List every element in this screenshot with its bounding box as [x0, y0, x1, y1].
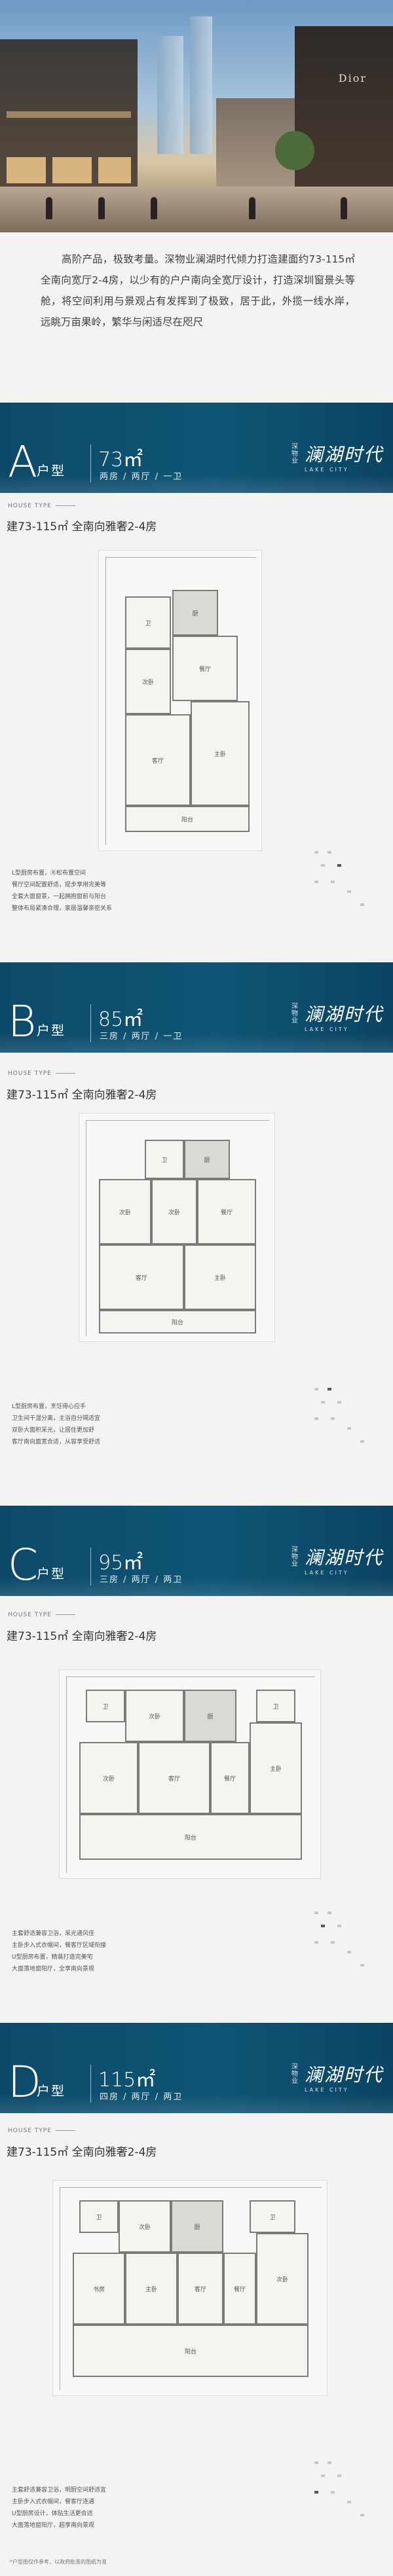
- type-letter: A: [8, 437, 38, 487]
- person: [46, 197, 52, 219]
- building: [295, 26, 393, 203]
- room-label: 主卧: [184, 1244, 256, 1310]
- subtitle: 建73-115㎡ 全南向雅奢2-4房: [7, 1630, 157, 1643]
- tower: [190, 16, 212, 154]
- type-d-description: 主套舒适兼容卫浴，明厨空间舒适宜 主卧步入式衣帽间，餐客厅连通 U型厨房设计，体…: [12, 2487, 107, 2529]
- room-label: 客厅: [99, 1244, 184, 1310]
- room-label: 次卧: [125, 649, 171, 714]
- room-label: 客厅: [125, 714, 191, 806]
- house-type-label: HOUSE TYPE: [8, 1612, 75, 1618]
- type-a-banner: A 户型 73㎡ 两房 / 两厅 / 一卫 深物业 澜湖时代 LAKE CITY: [0, 403, 393, 493]
- house-type-label: HOUSE TYPE: [8, 503, 75, 509]
- person: [341, 197, 347, 219]
- type-area: 85㎡: [98, 1008, 143, 1031]
- room-label: 客厅: [178, 2253, 223, 2325]
- type-area: 115㎡: [98, 2069, 156, 2092]
- room-label: 阳台: [73, 2325, 309, 2377]
- room-label: 次卧: [119, 2200, 171, 2253]
- room-label: 次卧: [99, 1179, 151, 1244]
- intro-paragraph: 高阶产品，极致考量。深物业澜湖时代倾力打造建面约73-115㎡全南向宽厅2-4房…: [41, 253, 355, 328]
- type-letter: B: [8, 996, 37, 1047]
- type-b-description: L型厨房布置，烹饪得心应手 卫生间干湿分离，主浴自分隔适宜 双卧大面积采光，让居…: [12, 1404, 101, 1445]
- floor-plan-c: 卫 次卧 厨 卫 次卧 客厅 餐厅 主卧 阳台: [59, 1669, 321, 1879]
- subtitle: 建73-115㎡ 全南向雅奢2-4房: [7, 520, 157, 534]
- room-label: 餐厅: [210, 1742, 250, 1814]
- site-key-map: [301, 844, 380, 916]
- divider: [90, 2065, 91, 2103]
- room-label: 卫: [145, 1140, 184, 1179]
- room-label: 餐厅: [223, 2253, 256, 2325]
- room-label: 次卧: [79, 1742, 138, 1814]
- type-area: 95㎡: [98, 1551, 143, 1574]
- house-type-label: HOUSE TYPE: [8, 2128, 75, 2134]
- room-label: 主卧: [125, 2253, 178, 2325]
- room-label: 次卧: [125, 1690, 184, 1742]
- type-suffix: 户型: [37, 463, 66, 479]
- room-label: 卫: [86, 1690, 125, 1722]
- room-label: 客厅: [138, 1742, 210, 1814]
- room-label: 厨: [171, 2200, 223, 2253]
- shop-sign: Dior: [338, 72, 367, 84]
- room-label: 阳台: [125, 806, 250, 832]
- type-suffix: 户型: [37, 2083, 66, 2099]
- divider: [90, 1548, 91, 1586]
- room-label: 卫: [250, 2200, 295, 2233]
- room-label: 主卧: [250, 1722, 302, 1814]
- room-label: 书房: [73, 2253, 125, 2325]
- room-label: 餐厅: [197, 1179, 256, 1244]
- floor-plan-b: 卫 厨 次卧 次卧 餐厅 客厅 主卧 阳台: [79, 1113, 275, 1342]
- room-label: 主卧: [191, 701, 250, 806]
- lake-city-logo: 深物业 澜湖时代 LAKE CITY: [291, 443, 384, 473]
- room-label: 阳台: [99, 1310, 256, 1333]
- room-label: 卫: [125, 596, 171, 649]
- lake-city-logo: 深物业 澜湖时代 LAKE CITY: [291, 2063, 384, 2093]
- type-rooms: 三房 / 两厅 / 两卫: [100, 1575, 183, 1585]
- room-label: 餐厅: [172, 636, 238, 701]
- divider: [90, 444, 91, 482]
- room-label: 厨: [184, 1140, 230, 1179]
- type-c-banner: C 户型 95㎡ 三房 / 两厅 / 两卫 深物业 澜湖时代 LAKE CITY: [0, 1506, 393, 1596]
- type-suffix: 户型: [37, 1023, 66, 1038]
- site-key-map: [301, 2455, 380, 2527]
- building: [0, 39, 138, 196]
- subtitle: 建73-115㎡ 全南向雅奢2-4房: [7, 1089, 157, 1102]
- type-d-banner: D 户型 115㎡ 四房 / 两厅 / 两卫 深物业 澜湖时代 LAKE CIT…: [0, 2023, 393, 2113]
- room-label: 次卧: [151, 1179, 197, 1244]
- person: [98, 197, 105, 219]
- type-rooms: 两房 / 两厅 / 一卫: [100, 472, 183, 482]
- type-b-banner: B 户型 85㎡ 三房 / 两厅 / 一卫 深物业 澜湖时代 LAKE CITY: [0, 962, 393, 1053]
- type-a-description: L型厨房布置，Ⓡ松布置空间 餐厅空间配置舒适，提步享用完美等 全套大面窗景，一起…: [12, 870, 113, 912]
- room-label: 阳台: [79, 1814, 302, 1860]
- room-label: 厨: [172, 590, 218, 636]
- type-suffix: 户型: [37, 1566, 66, 1582]
- room-label: 厨: [184, 1690, 236, 1742]
- type-letter: C: [8, 1540, 39, 1590]
- tree: [275, 131, 314, 170]
- type-area: 73㎡: [98, 448, 143, 471]
- site-key-map: [301, 1905, 380, 1977]
- hero-image: Dior: [0, 0, 393, 232]
- room-label: 次卧: [256, 2233, 309, 2325]
- floor-plan-a: 卫 厨 次卧 餐厅 客厅 主卧 阳台: [98, 550, 262, 851]
- person: [151, 197, 157, 219]
- lake-city-logo: 深物业 澜湖时代 LAKE CITY: [291, 1546, 384, 1576]
- person: [249, 197, 255, 219]
- footer-disclaimer: *户型图仅作参考，以政府批准的图纸为准: [10, 2559, 107, 2565]
- room-label: 卫: [256, 1690, 295, 1722]
- type-c-description: 主套舒适兼容卫浴，采光通风佳 主卧步入式衣帽间，餐客厅区域衔接 U型厨房布置，精…: [12, 1931, 107, 1972]
- street: [0, 187, 393, 232]
- floor-plan-d: 卫 次卧 厨 卫 书房 主卧 客厅 餐厅 次卧 阳台: [52, 2180, 328, 2396]
- room-label: 卫: [79, 2200, 119, 2233]
- house-type-label: HOUSE TYPE: [8, 1070, 75, 1077]
- type-rooms: 四房 / 两厅 / 两卫: [100, 2092, 183, 2102]
- divider: [90, 1004, 91, 1042]
- tower: [157, 36, 183, 154]
- subtitle: 建73-115㎡ 全南向雅奢2-4房: [7, 2146, 157, 2159]
- site-key-map: [301, 1381, 380, 1453]
- lake-city-logo: 深物业 澜湖时代 LAKE CITY: [291, 1003, 384, 1032]
- type-rooms: 三房 / 两厅 / 一卫: [100, 1032, 183, 1042]
